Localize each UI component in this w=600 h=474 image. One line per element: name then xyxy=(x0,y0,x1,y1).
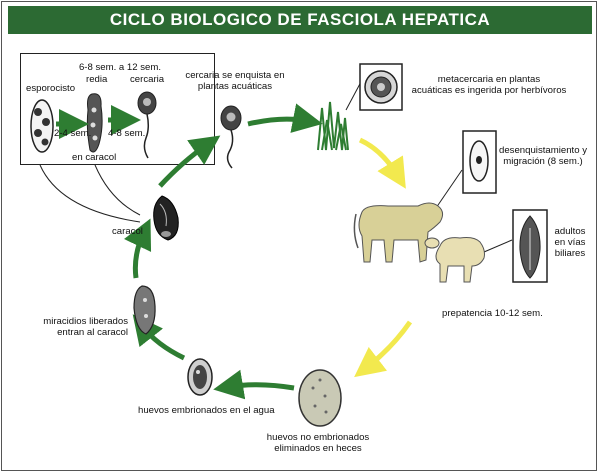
snail-weeks-top: 6-8 sem. a 12 sem. xyxy=(78,62,162,73)
inset-connector-right xyxy=(94,164,141,216)
snail-icon xyxy=(153,195,179,241)
label-miracidios: miracidios liberados entran al caracol xyxy=(43,316,128,338)
arrow-plants-to-herbivore xyxy=(358,137,406,189)
sheep-icon xyxy=(424,237,485,283)
label-prepatencia: prepatencia 10-12 sem. xyxy=(442,308,543,319)
label-huevos-no-embrionados: huevos no embrionados eliminados en hece… xyxy=(266,432,370,454)
unembryonated-egg-icon xyxy=(298,369,342,427)
arrow-snail-to-cercaria xyxy=(158,135,221,188)
label-huevos-embrionados: huevos embrionados en el agua xyxy=(138,405,275,416)
embryonated-egg-icon xyxy=(187,358,213,396)
label-redia: redia xyxy=(86,74,108,85)
snail-weeks-a: 2-4 sem. xyxy=(54,128,92,139)
label-metacercaria: metacercaria en plantas acuáticas es ing… xyxy=(411,74,567,96)
cow-icon xyxy=(353,202,444,263)
redia-icon xyxy=(86,93,103,153)
adult-fluke-pointer xyxy=(483,239,513,253)
label-cercaria-enquista: cercaria se enquista en plantas acuática… xyxy=(185,70,285,92)
diagram-title: CICLO BIOLOGICO DE FASCIOLA HEPATICA xyxy=(109,10,491,29)
arrow-cercaria-to-plants xyxy=(247,103,323,133)
adult-fluke-icon xyxy=(512,209,548,283)
snail-stages-box xyxy=(20,53,215,165)
cercaria-icon xyxy=(220,105,242,169)
label-esporocisto: esporocisto xyxy=(26,83,76,94)
label-caracol: caracol xyxy=(112,226,143,237)
snail-box-caption: en caracol xyxy=(72,152,117,163)
miracidium-icon xyxy=(133,285,156,335)
label-adultos: adultos en vías biliares xyxy=(554,226,586,259)
aquatic-plant-icon xyxy=(317,101,349,151)
arrow-miracidium-to-snail xyxy=(123,218,152,279)
arrow-herbivore-to-feces xyxy=(354,320,413,378)
title-bar: CICLO BIOLOGICO DE FASCIOLA HEPATICA xyxy=(8,6,592,34)
label-desenquistamiento: desenquistamiento y migración (8 sem.) xyxy=(499,145,587,167)
cercaria-inset-icon xyxy=(137,91,157,159)
snail-weeks-b: 4-8 sem. xyxy=(108,128,146,139)
arrow-feces-to-egg xyxy=(213,369,295,400)
metacercaria-icon xyxy=(359,63,403,111)
esporocisto-icon xyxy=(30,99,54,153)
inset-connector-left xyxy=(39,164,141,223)
label-cercaria: cercaria xyxy=(130,74,165,85)
desenquistamiento-icon xyxy=(462,130,497,194)
inset-green-arrows xyxy=(56,105,141,139)
desenquistamiento-pointer xyxy=(435,169,463,209)
